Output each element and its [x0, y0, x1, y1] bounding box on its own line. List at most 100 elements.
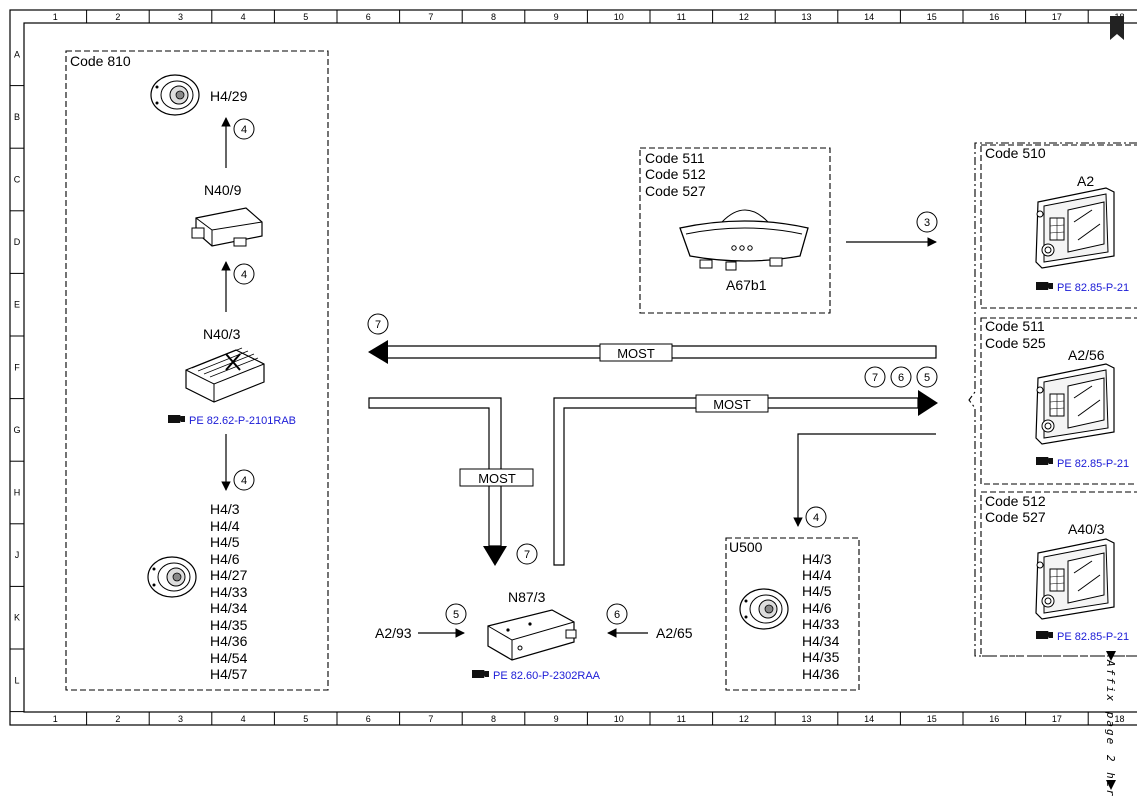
right-box-code: Code 525 — [985, 335, 1046, 351]
circle-3 — [916, 211, 938, 233]
u500-speaker-label: H4/5 — [802, 583, 832, 599]
head-unit-icon — [1035, 538, 1115, 620]
circle-5-b-text: 5 — [453, 609, 459, 621]
right-box-code: Code 527 — [985, 509, 1046, 525]
a2-reference: PE 82.85-P-21 — [1057, 282, 1129, 294]
speaker-label: H4/36 — [210, 633, 248, 649]
speaker-label: H4/33 — [210, 584, 248, 600]
reference-pointer-icon — [472, 670, 489, 678]
module-icon — [191, 207, 263, 247]
column-label: 1 — [53, 714, 58, 724]
row-label: F — [14, 362, 20, 372]
u500-speaker-label: H4/35 — [802, 649, 840, 665]
u500-label: U500 — [729, 539, 763, 555]
column-label: 8 — [491, 714, 496, 724]
row-label: D — [14, 237, 21, 247]
column-label: 10 — [614, 714, 624, 724]
circle-7-a — [367, 313, 389, 335]
column-label: 11 — [677, 12, 686, 22]
circle-6-a-text: 6 — [898, 372, 904, 384]
circle-5-a-text: 5 — [924, 372, 930, 384]
most-label-box — [695, 394, 769, 413]
circle-6-a — [890, 366, 912, 388]
rearview-mirror-icon — [679, 209, 809, 271]
circle-7-a-text: 7 — [375, 319, 381, 331]
mirror-code-label: Code 511 — [645, 150, 705, 166]
column-label: 13 — [801, 12, 811, 22]
speaker-label: H4/54 — [210, 650, 248, 666]
circle-6-b — [606, 603, 628, 625]
most-bus-right — [553, 390, 938, 566]
column-label: 4 — [241, 12, 246, 22]
code-810-box — [65, 50, 329, 691]
column-label: 8 — [491, 12, 496, 22]
column-label: 17 — [1052, 12, 1062, 22]
affix-arrow-top-icon — [1106, 651, 1116, 661]
speaker-label: H4/6 — [210, 551, 240, 567]
circle-7-b — [516, 543, 538, 565]
a2-label: A2 — [1077, 173, 1094, 189]
column-label: 12 — [739, 12, 749, 22]
n87-3-reference: PE 82.60-P-2302RAA — [493, 670, 601, 682]
speaker-label: H4/3 — [210, 501, 240, 517]
a2-56-label: A2/56 — [1068, 347, 1105, 363]
circle-4-a — [233, 118, 255, 140]
column-label: 1 — [53, 12, 58, 22]
affix-note: Affix page 2 here — [1104, 659, 1117, 797]
column-label: 9 — [554, 12, 559, 22]
column-label: 9 — [554, 714, 559, 724]
reference-pointer-icon — [1036, 457, 1053, 465]
u500-speaker-label: H4/33 — [802, 616, 840, 632]
most-bus-down — [368, 397, 507, 566]
speaker-label: H4/35 — [210, 617, 248, 633]
circle-4-d — [805, 506, 827, 528]
right-group-bracket — [968, 142, 1137, 657]
most-label: MOST — [478, 471, 516, 486]
reference-pointer-icon — [1036, 282, 1053, 290]
speaker-icon — [150, 74, 200, 116]
circle-3-text: 3 — [924, 217, 930, 229]
code-511-512-527-box — [639, 147, 831, 314]
row-label: H — [14, 488, 21, 498]
row-label: L — [14, 675, 19, 685]
affix-arrow-bottom-icon — [1106, 780, 1116, 790]
control-module-icon — [487, 609, 577, 661]
row-label: G — [13, 425, 20, 435]
column-label: 2 — [115, 714, 120, 724]
right-box-code: Code 511 — [985, 318, 1045, 334]
n40-9-label: N40/9 — [204, 182, 242, 198]
column-label: 14 — [864, 714, 874, 724]
circle-4-b-text: 4 — [241, 269, 247, 281]
code-810-label: Code 810 — [70, 53, 131, 69]
speaker-icon — [147, 556, 197, 598]
column-label: 11 — [677, 714, 686, 724]
circle-5-a — [916, 366, 938, 388]
right-box-code: Code 510 — [985, 145, 1046, 161]
code-511-525-box — [980, 317, 1137, 485]
circle-5-b — [445, 603, 467, 625]
column-label: 4 — [241, 714, 246, 724]
reference-pointer-icon — [168, 415, 185, 423]
column-label: 16 — [989, 12, 999, 22]
n40-3-label: N40/3 — [203, 326, 241, 342]
column-label: 3 — [178, 714, 183, 724]
mirror-code-label: Code 527 — [645, 183, 706, 199]
most-label-box — [459, 468, 534, 487]
a2-65-label: A2/65 — [656, 625, 693, 641]
circle-7-c-text: 7 — [872, 372, 878, 384]
speaker-h4-29-label: H4/29 — [210, 88, 248, 104]
column-label: 7 — [428, 12, 433, 22]
column-label: 15 — [927, 12, 937, 22]
column-label: 13 — [801, 714, 811, 724]
a40-3-label: A40/3 — [1068, 521, 1105, 537]
head-unit-icon — [1035, 363, 1115, 445]
speaker-label: H4/57 — [210, 666, 248, 682]
column-label: 17 — [1052, 714, 1062, 724]
column-label: 2 — [115, 12, 120, 22]
column-label: 5 — [303, 12, 308, 22]
row-label: A — [14, 49, 20, 59]
